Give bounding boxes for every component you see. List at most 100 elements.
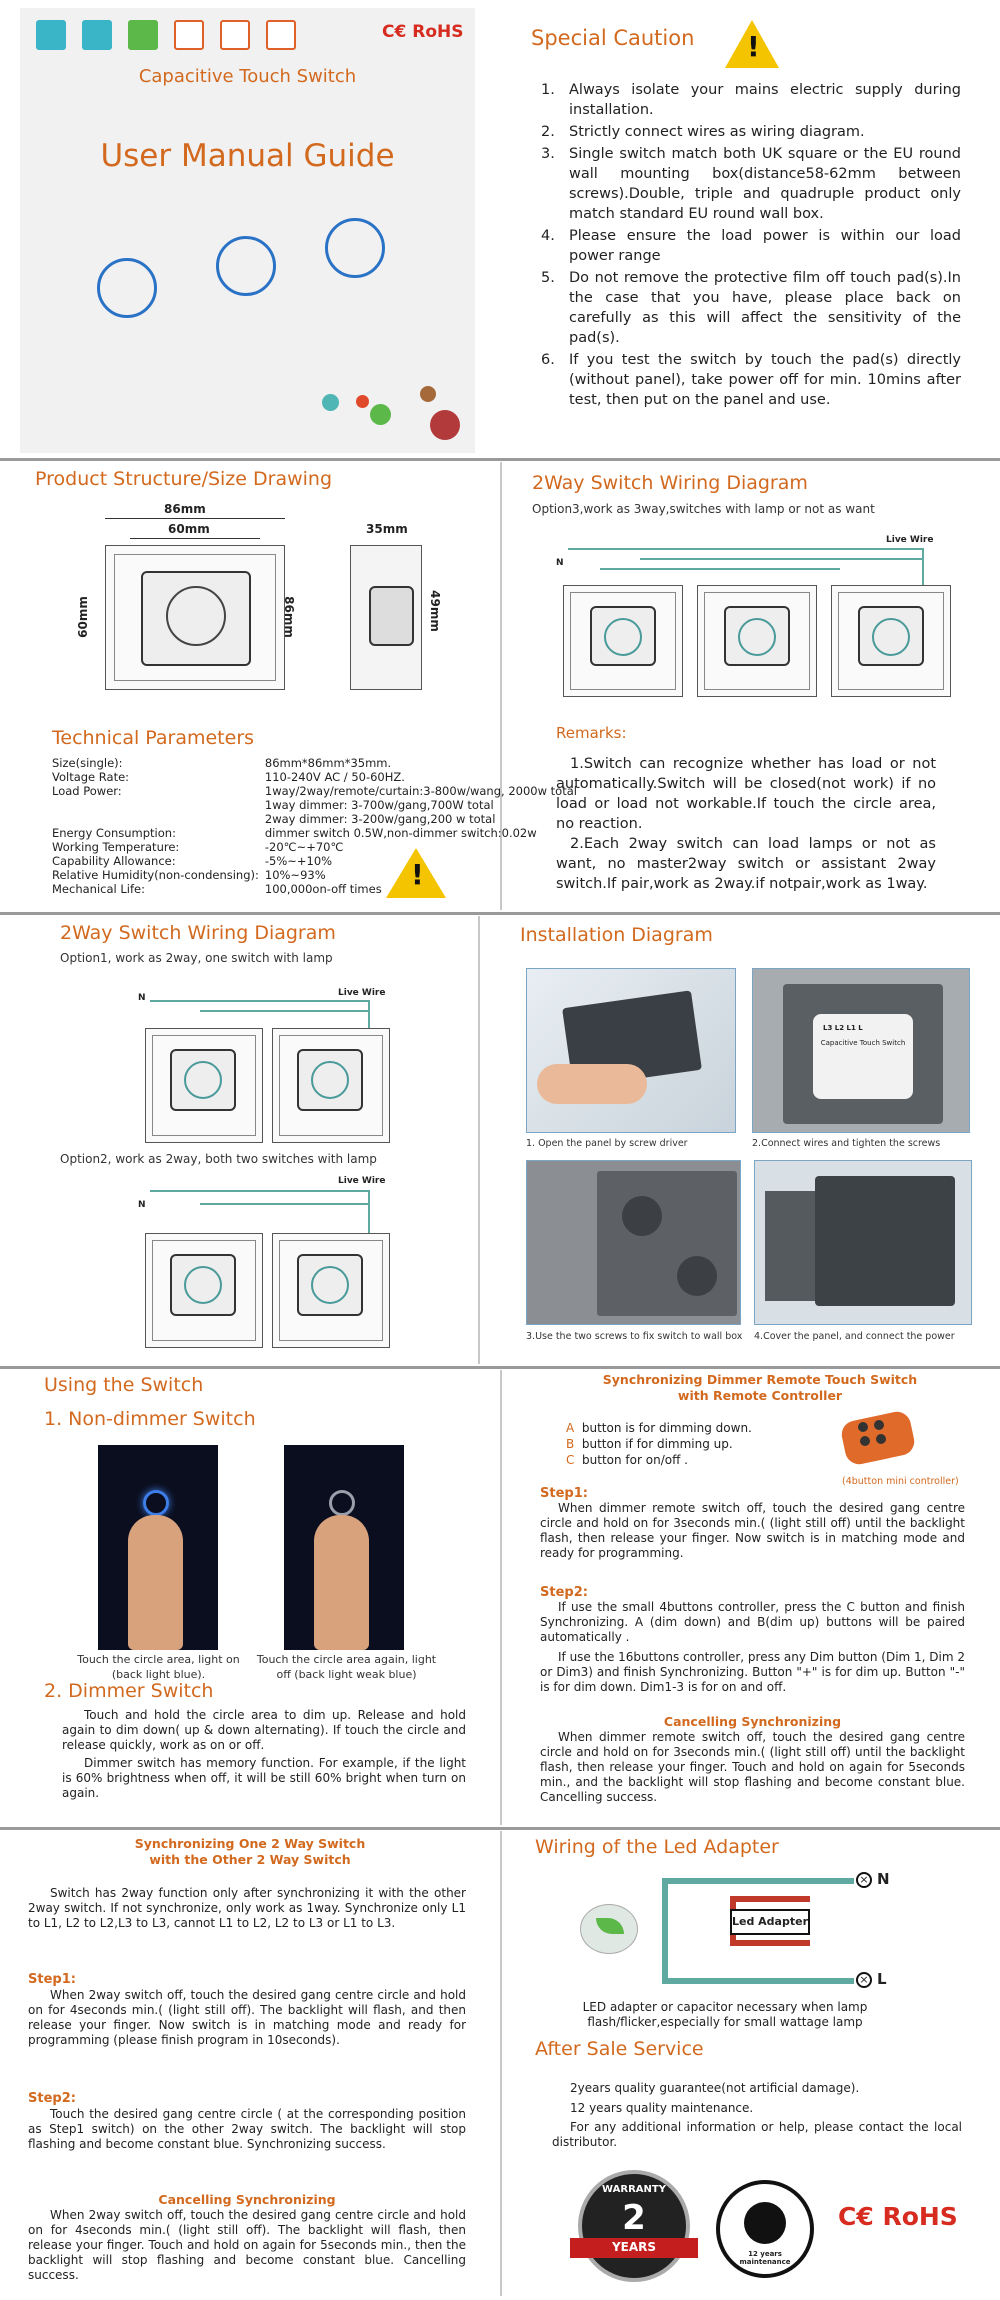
dim-60h: 60mm (75, 596, 90, 638)
aftersale-line-2: 12 years quality maintenance. (570, 2101, 754, 2115)
divider (500, 1831, 502, 2296)
divider (0, 1827, 1000, 1830)
led-diagram: Led Adapter × × N L (580, 1866, 920, 1996)
tech-table: Size(single):86mm*86mm*35mm. Voltage Rat… (52, 756, 583, 896)
switch-plate (563, 585, 683, 697)
wire (640, 558, 923, 560)
touch-ring-3 (325, 218, 385, 278)
switch-plate (697, 585, 817, 697)
caution-heading: Special Caution (531, 26, 695, 50)
dim-60w: 60mm (168, 522, 210, 536)
dim-line (130, 538, 260, 539)
live-wire-label: Live Wire (338, 988, 386, 998)
list-item: C button for on/off . (566, 1453, 688, 1467)
n-label: N (138, 1200, 146, 1210)
caution-item: 4.Please ensure the load power is within… (541, 228, 961, 264)
maintenance-badge-icon: 12 years maintenance (716, 2180, 814, 2278)
dim-86w: 86mm (164, 502, 206, 516)
divider (0, 912, 1000, 915)
table-row: 1way dimmer: 3-700w/gang,700W total (264, 798, 494, 812)
touch-photo-right (284, 1445, 404, 1650)
warranty-years-label: YEARS (611, 2240, 657, 2254)
table-row: Capability Allowance:-5%~+10% (52, 854, 333, 868)
maintenance-label: 12 years maintenance (739, 2250, 791, 2266)
install-photo-1 (526, 968, 736, 1133)
install-photo-4 (754, 1160, 972, 1325)
button-list: A button is for dimming down. B button i… (566, 1420, 752, 1468)
touch-ring-1 (97, 258, 157, 318)
ce-rohs-mark: C€ RoHS (838, 2202, 958, 2231)
side-view-drawing (350, 545, 422, 690)
terminal-l-icon: × (856, 1972, 872, 1988)
wire (922, 548, 924, 588)
install-caption-3: 3.Use the two screws to fix switch to wa… (526, 1331, 743, 1342)
step1-text: When dimmer remote switch off, touch the… (540, 1501, 965, 1560)
cancel-text: When dimmer remote switch off, touch the… (540, 1730, 965, 1804)
remark-2: 2.Each 2way switch can load lamps or not… (556, 836, 936, 892)
n-label: N (138, 993, 146, 1003)
option2-text: Option2, work as 2way, both two switches… (60, 1152, 377, 1166)
using-heading: Using the Switch (44, 1374, 204, 1396)
switch-plate (831, 585, 951, 697)
light-icon (220, 20, 250, 50)
list-item: A button is for dimming down. (566, 1421, 752, 1435)
touch-ring-2 (216, 236, 276, 296)
divider (500, 462, 502, 910)
crown-icon (36, 20, 66, 50)
list-item: B button if for dimming up. (566, 1437, 733, 1451)
dot-green (370, 404, 391, 425)
option1-text: Option1, work as 2way, one switch with l… (60, 951, 333, 965)
remote-icon (266, 20, 296, 50)
touch-photo-left (98, 1445, 218, 1650)
table-row: Mechanical Life:100,000on-off times (52, 882, 382, 896)
install-photo-3 (526, 1160, 741, 1325)
cover-title: User Manual Guide (100, 138, 395, 174)
tech-heading: Technical Parameters (52, 727, 255, 749)
divider (500, 1370, 502, 1825)
dimmer-para-1: Touch and hold the circle area to dim up… (62, 1708, 466, 1752)
wire (368, 1190, 370, 1235)
warning-icon: ! (725, 20, 779, 68)
wire (368, 1000, 370, 1030)
remark-1: 1.Switch can recognize whether has load … (556, 756, 936, 832)
share-icon (174, 20, 204, 50)
led-heading: Wiring of the Led Adapter (535, 1836, 779, 1858)
install-photo-2: Capacitive Touch Switch L3 L2 L1 L (752, 968, 970, 1133)
twoway3-heading: 2Way Switch Wiring Diagram (532, 472, 808, 494)
switch-plate (145, 1233, 263, 1348)
ce-rohs-mark: C€ RoHS (382, 22, 464, 42)
sync-two-step1: When 2way switch off, touch the desired … (28, 1988, 466, 2047)
remote-controller-image (838, 1409, 918, 1467)
n-label: N (556, 558, 564, 568)
dimmer-para-2: Dimmer switch has memory function. For e… (62, 1756, 466, 1800)
sync-two-cancel-heading: Cancelling Synchronizing (158, 2192, 336, 2207)
install-caption-4: 4.Cover the panel, and connect the power (754, 1331, 955, 1342)
front-view-drawing (105, 545, 285, 690)
cover-panel: C€ RoHS Capacitive Touch Switch User Man… (20, 8, 475, 453)
table-row: Voltage Rate:110-240V AC / 50-60HZ. (52, 770, 405, 784)
l-label: L (877, 1970, 887, 1988)
caution-item: 3.Single switch match both UK square or … (541, 146, 961, 222)
warranty-badge-icon: WARRANTY 2 YEARS (570, 2170, 698, 2282)
step2-text-b: If use the 16buttons controller, press a… (540, 1650, 966, 1694)
table-row: Energy Consumption:dimmer switch 0.5W,no… (52, 826, 537, 840)
divider (0, 458, 1000, 461)
product-name: Capacitive Touch Switch (138, 66, 357, 87)
structure-heading: Product Structure/Size Drawing (35, 468, 333, 490)
warranty-number: 2 (622, 2198, 646, 2238)
aftersale-line-1: 2years quality guarantee(not artificial … (570, 2081, 860, 2095)
warning-icon: ! (386, 848, 446, 898)
divider (478, 916, 480, 1364)
switch-plate (272, 1028, 390, 1143)
twoway3-option: Option3,work as 3way,switches with lamp … (532, 502, 875, 516)
led-adapter-box: Led Adapter (730, 1909, 810, 1935)
live-wire-label: Live Wire (886, 535, 934, 545)
caution-item: 5.Do not remove the protective film off … (541, 270, 961, 346)
sync-two-cancel: When 2way switch off, touch the desired … (28, 2208, 466, 2282)
step2-heading: Step2: (540, 1585, 588, 1600)
dim-49: 49mm (427, 590, 442, 632)
caution-item: 1.Always isolate your mains electric sup… (541, 82, 961, 118)
caution-item: 6.If you test the switch by touch the pa… (541, 352, 961, 408)
table-row: 2way dimmer: 3-200w/gang,200 w total (264, 812, 496, 826)
divider (0, 1366, 1000, 1369)
